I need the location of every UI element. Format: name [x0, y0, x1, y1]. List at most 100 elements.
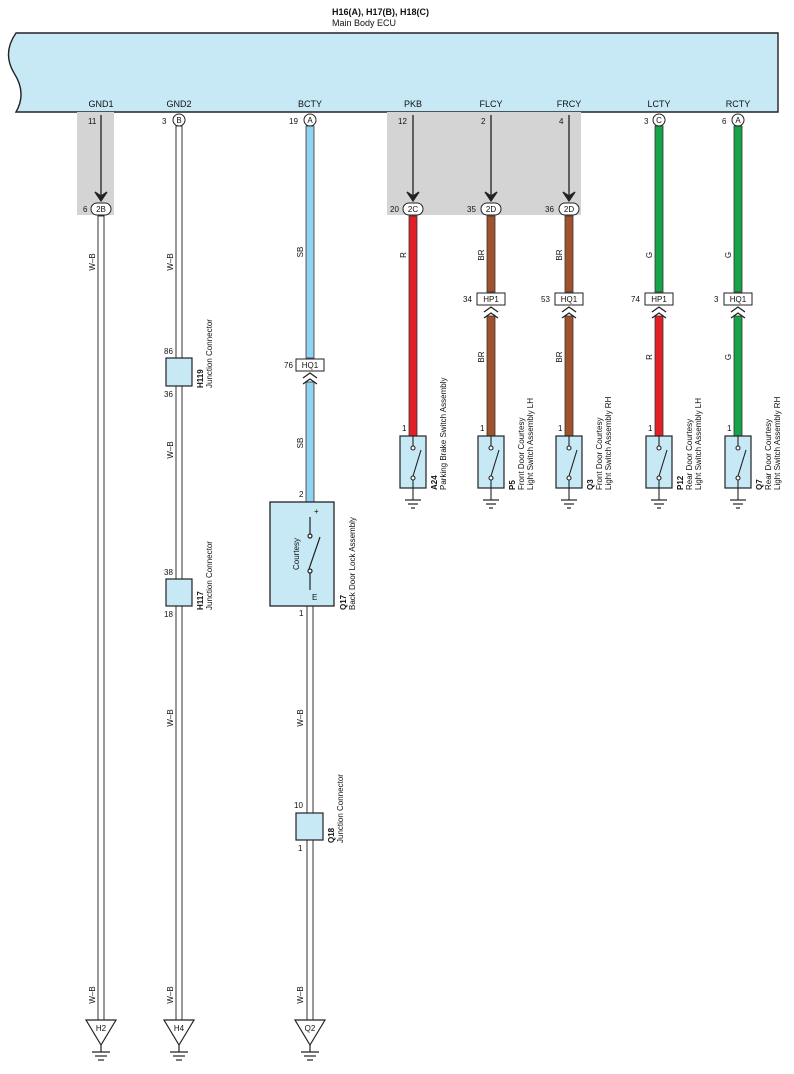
- svg-text:3: 3: [714, 295, 719, 304]
- svg-text:C: C: [656, 116, 662, 125]
- ground-q2: Q2: [293, 1019, 327, 1061]
- svg-text:H117: H117: [196, 591, 205, 610]
- switch-p12: 1 P12 Rear Door Courtesy Light Switch As…: [645, 398, 703, 509]
- terminal-gnd2: GND2: [166, 99, 191, 109]
- wire-g-lcty: [654, 125, 664, 293]
- p5-ground-icon: [483, 499, 499, 509]
- svg-text:Light Switch Assembly RH: Light Switch Assembly RH: [773, 396, 782, 490]
- wire-sb-lower: [305, 381, 315, 503]
- label-r-pkb: R: [399, 252, 408, 258]
- svg-text:A24: A24: [430, 475, 439, 490]
- svg-text:1: 1: [299, 609, 304, 618]
- label-sb-lower: SB: [296, 438, 305, 449]
- svg-text:Parking Brake Switch Assembly: Parking Brake Switch Assembly: [439, 378, 448, 491]
- svg-text:A: A: [735, 116, 741, 125]
- svg-text:Rear Door Courtesy: Rear Door Courtesy: [685, 419, 694, 490]
- label-wb-gnd2-mid: W–B: [166, 441, 175, 458]
- switch-q7: 1 Q7 Rear Door Courtesy Light Switch Ass…: [724, 396, 782, 509]
- label-wb-gnd2-bottom: W–B: [166, 986, 175, 1003]
- svg-text:HQ1: HQ1: [302, 361, 319, 370]
- label-wb-bcty-mid: W–B: [296, 709, 305, 726]
- ground-h2: H2: [84, 1019, 118, 1061]
- svg-text:34: 34: [463, 295, 472, 304]
- label-br-frcy-upper: BR: [555, 249, 564, 260]
- label-r-lcty-lower: R: [645, 354, 654, 360]
- q17-switch-icon: [307, 517, 321, 590]
- svg-text:+: +: [314, 507, 319, 516]
- gnd1-shade: [77, 112, 114, 215]
- wire-sb-upper: [305, 125, 315, 359]
- terminal-gnd1: GND1: [88, 99, 113, 109]
- wire-br-frcy-upper: [564, 215, 574, 293]
- svg-text:74: 74: [631, 295, 640, 304]
- badge-rcty: A: [731, 113, 745, 127]
- label-wb-gnd1-bottom: W–B: [88, 986, 97, 1003]
- colored-wires: [305, 125, 743, 503]
- switch-q3: 1 Q3 Front Door Courtesy Light Switch As…: [555, 396, 613, 509]
- svg-text:1: 1: [298, 844, 303, 853]
- svg-text:36: 36: [164, 390, 173, 399]
- svg-text:1: 1: [558, 424, 563, 433]
- svg-text:10: 10: [294, 801, 303, 810]
- p5-switch-icon: [488, 436, 500, 500]
- svg-text:1: 1: [648, 424, 653, 433]
- component-q17: 2 + E Courtesy 1 Q17 Back Door Lock Asse…: [269, 490, 357, 618]
- pin-gnd2-top: 3: [162, 117, 167, 126]
- label-g-lcty-upper: G: [645, 252, 654, 258]
- main-body-ecu-box: [7, 32, 779, 113]
- svg-text:1: 1: [402, 424, 407, 433]
- svg-text:Light Switch Assembly RH: Light Switch Assembly RH: [604, 396, 613, 490]
- svg-text:Light Switch Assembly LH: Light Switch Assembly LH: [694, 398, 703, 490]
- wire-r-lcty: [654, 315, 664, 437]
- svg-text:2C: 2C: [408, 205, 418, 214]
- svg-text:Back Door Lock Assembly: Back Door Lock Assembly: [348, 517, 357, 610]
- ecu-title: H16(A), H17(B), H18(C): [332, 7, 429, 17]
- svg-text:E: E: [312, 593, 317, 602]
- svg-text:76: 76: [284, 361, 293, 370]
- svg-text:HP1: HP1: [651, 295, 667, 304]
- badge-bcty: A: [303, 113, 317, 127]
- ground-h4: H4: [162, 1019, 196, 1061]
- label-sb-upper: SB: [296, 247, 305, 258]
- conn-frcy: 2D: [558, 202, 580, 216]
- inline-connector-lcty: 74 HP1: [631, 292, 674, 319]
- inline-connector-frcy: 53 HQ1: [541, 292, 584, 319]
- svg-text:B: B: [176, 116, 181, 125]
- terminal-pkb: PKB: [404, 99, 422, 109]
- svg-text:2B: 2B: [96, 205, 106, 214]
- pin-bcty-top: 19: [289, 117, 298, 126]
- label-wb-gnd2-top: W–B: [166, 253, 175, 270]
- pin-frcy-top: 4: [559, 117, 564, 126]
- svg-text:Light Switch Assembly LH: Light Switch Assembly LH: [526, 398, 535, 490]
- pin-gnd1-bottom: 6: [83, 205, 88, 214]
- pin-flcy-bottom: 35: [467, 205, 476, 214]
- svg-text:HQ1: HQ1: [730, 295, 747, 304]
- p12-switch-icon: [656, 436, 668, 500]
- svg-text:HP1: HP1: [483, 295, 499, 304]
- label-g-rcty-lower: G: [724, 354, 733, 360]
- wire-g-rcty-lower: [733, 315, 743, 437]
- wire-br-frcy-lower: [564, 315, 574, 437]
- terminal-flcy: FLCY: [479, 99, 502, 109]
- inline-connector-rcty: 3 HQ1: [714, 292, 753, 319]
- svg-text:Junction Connector: Junction Connector: [336, 774, 345, 843]
- p12-ground-icon: [651, 499, 667, 509]
- svg-text:Junction Connector: Junction Connector: [205, 319, 214, 388]
- inline-connector-bcty: 76 HQ1: [284, 358, 325, 385]
- badge-gnd2: B: [172, 113, 186, 127]
- svg-text:H119: H119: [196, 369, 205, 388]
- q7-ground-icon: [730, 499, 746, 509]
- q7-switch-icon: [735, 436, 747, 500]
- terminal-bcty: BCTY: [298, 99, 322, 109]
- svg-text:Q7: Q7: [755, 479, 764, 490]
- svg-text:2D: 2D: [486, 205, 496, 214]
- inline-connector-flcy: 34 HP1: [463, 292, 506, 319]
- q3-ground-icon: [561, 499, 577, 509]
- switch-p5: 1 P5 Front Door Courtesy Light Switch As…: [477, 398, 535, 509]
- svg-text:38: 38: [164, 568, 173, 577]
- svg-text:Q3: Q3: [586, 479, 595, 490]
- svg-text:53: 53: [541, 295, 550, 304]
- q3-switch-icon: [566, 436, 578, 500]
- svg-text:1: 1: [727, 424, 732, 433]
